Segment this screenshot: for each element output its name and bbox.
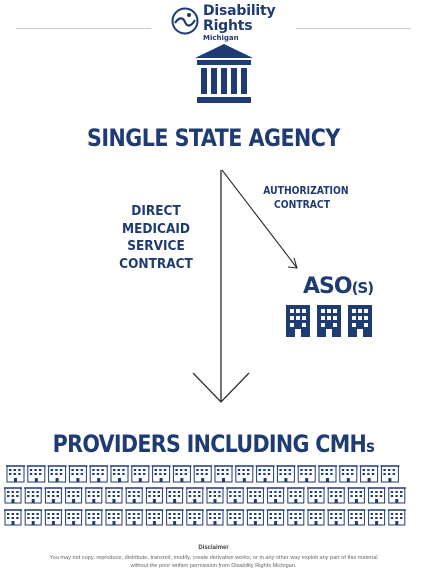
providers-title-suffix: s	[366, 437, 375, 457]
small-building-icon	[105, 487, 123, 504]
direct-contract-line: MEDICAID	[122, 220, 190, 237]
small-building-icon	[226, 509, 245, 526]
small-building-icon	[327, 487, 346, 504]
aso-title-suffix: (S)	[351, 279, 374, 297]
small-building-icon	[26, 465, 46, 483]
small-building-icon	[125, 509, 144, 526]
small-building-icon	[145, 509, 164, 526]
direct-medicaid-service-contract-label: DIRECT MEDICAID SERVICE CONTRACT	[112, 203, 200, 273]
small-building-icon	[307, 509, 325, 526]
small-building-icon	[193, 465, 213, 483]
header-rule-right	[296, 28, 411, 29]
small-building-icon	[125, 487, 144, 504]
small-building-icon	[130, 465, 150, 483]
authorization-contract-label: AUTHORIZATION CONTRACT	[258, 185, 349, 212]
small-building-icon	[24, 509, 43, 526]
small-building-icon	[234, 465, 254, 483]
providers-title: PROVIDERS INCLUDING CMHs	[30, 430, 397, 458]
small-building-icon	[47, 465, 67, 483]
small-building-icon	[165, 487, 184, 504]
small-building-icon	[84, 487, 103, 504]
small-building-icon	[307, 487, 325, 504]
small-building-icon	[206, 509, 224, 526]
small-building-icon	[64, 487, 83, 504]
small-building-icon	[105, 509, 123, 526]
small-building-icon	[359, 465, 379, 483]
small-building-icon	[4, 487, 22, 504]
small-building-icon	[206, 487, 224, 504]
header-rule-left	[16, 28, 151, 29]
small-building-icon	[297, 465, 317, 483]
small-building-icon	[6, 465, 25, 483]
small-building-icon	[266, 509, 285, 526]
small-building-icon	[214, 465, 233, 483]
small-building-icon	[276, 465, 296, 483]
small-building-icon	[347, 487, 366, 504]
small-building-icon	[380, 465, 400, 483]
small-building-icon	[64, 509, 83, 526]
logo-line-2: Rights	[203, 18, 253, 34]
logo-line-3: Michigan	[203, 34, 239, 42]
direct-contract-line: DIRECT	[131, 203, 181, 219]
small-building-icon	[246, 487, 265, 504]
provider-buildings-grid	[4, 465, 406, 526]
logo-wordmark: Disability Rights Michigan	[203, 3, 276, 42]
small-building-icon	[24, 487, 43, 504]
small-building-icon	[84, 509, 103, 526]
providers-title-text: PROVIDERS INCLUDING CMH	[52, 430, 367, 458]
small-building-icon	[151, 465, 171, 483]
authorization-contract-arrow	[221, 169, 298, 269]
logo-icon	[171, 7, 199, 35]
small-building-icon	[145, 487, 164, 504]
small-building-icon	[4, 509, 22, 526]
small-building-icon	[185, 487, 204, 504]
small-building-icon	[165, 509, 184, 526]
small-building-icon	[266, 487, 285, 504]
office-buildings-icon	[286, 305, 372, 337]
direct-contract-arrow	[192, 170, 250, 403]
small-building-icon	[327, 509, 346, 526]
small-building-icon	[387, 487, 406, 504]
small-building-icon	[367, 487, 386, 504]
disclaimer-title: Disclaimer	[198, 545, 229, 551]
small-building-icon	[68, 465, 88, 483]
small-building-icon	[286, 487, 305, 504]
bank-building-icon	[195, 44, 253, 103]
small-building-icon	[246, 509, 265, 526]
small-building-icon	[367, 509, 386, 526]
small-building-icon	[226, 487, 245, 504]
small-building-icon	[286, 509, 305, 526]
small-building-icon	[44, 487, 63, 504]
aso-title-text: ASO	[303, 274, 353, 299]
authorization-contract-line: CONTRACT	[273, 198, 331, 211]
small-building-icon	[185, 509, 204, 526]
small-building-icon	[44, 509, 63, 526]
disclaimer-text: You may not copy, reproduce, distribute,…	[49, 555, 378, 570]
small-building-icon	[347, 509, 366, 526]
small-building-icon	[172, 465, 192, 483]
small-building-icon	[318, 465, 337, 483]
small-building-icon	[255, 465, 275, 483]
small-building-icon	[338, 465, 358, 483]
aso-title: ASO(S)	[303, 274, 374, 299]
authorization-contract-line: AUTHORIZATION	[263, 185, 349, 197]
logo-line-1: Disability	[203, 3, 276, 19]
direct-contract-line: CONTRACT	[119, 255, 193, 272]
small-building-icon	[110, 465, 129, 483]
direct-contract-line: SERVICE	[127, 238, 185, 255]
small-building-icon	[387, 509, 406, 526]
small-building-icon	[89, 465, 109, 483]
single-state-agency-title: SINGLE STATE AGENCY	[86, 124, 340, 152]
